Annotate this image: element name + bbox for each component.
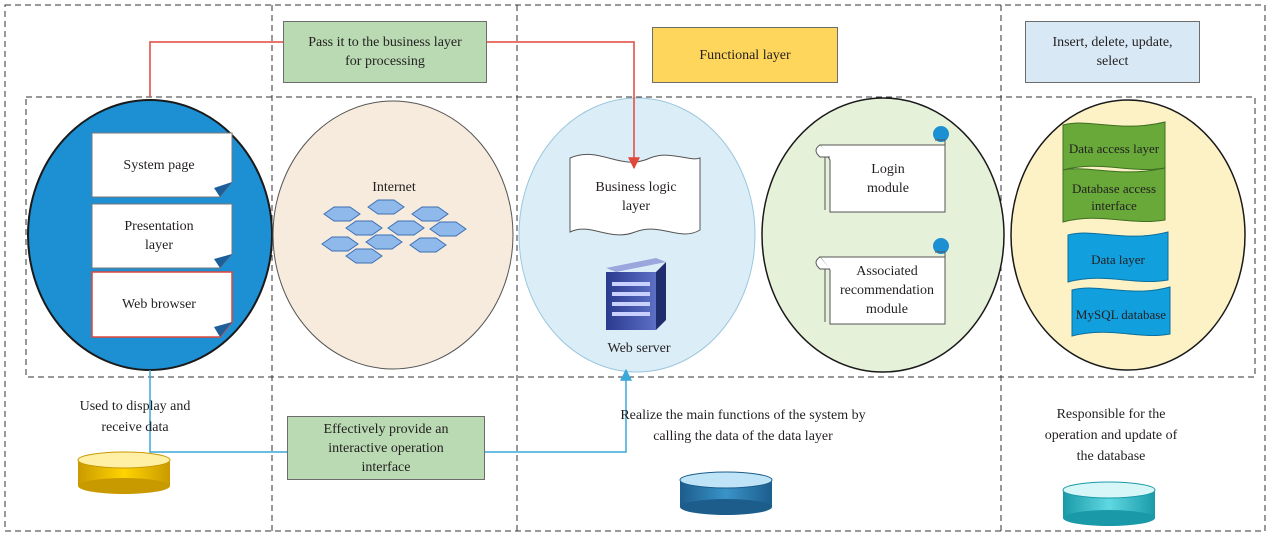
business-layer-note: Pass it to the business layer for proces… [283, 21, 487, 83]
web-server-label: Web server [607, 341, 671, 356]
inner-frame [25, 96, 1256, 378]
internet-ellipse [272, 100, 514, 370]
data-access-layer-label: Data access layer [1068, 141, 1160, 156]
login-scroll-shape [815, 126, 949, 213]
system-page-label: System page [123, 158, 195, 173]
db-access-interface-band [1062, 167, 1166, 223]
server-caption: Realize the main functions of the system… [620, 408, 866, 444]
web-browser-fold-icon [214, 322, 232, 337]
outer-frame [4, 4, 1266, 532]
database-access-interface-label: Database access interface [1071, 181, 1157, 213]
crud-note: Insert, delete, update, select [1025, 21, 1200, 83]
database-cylinder-icon [77, 451, 171, 494]
hexagon-network-icon [321, 199, 467, 264]
functional-layer-note: Functional layer [652, 27, 838, 83]
business-logic-shape [569, 153, 701, 236]
presentation-layer-label: Presentation layer [124, 219, 194, 253]
presentation-fold-icon [214, 254, 232, 268]
data-caption: Responsible for the operation and update… [1044, 407, 1178, 464]
business-logic-label: Business logic layer [595, 180, 677, 214]
data-layer-band [1067, 231, 1169, 283]
interface-note: Effectively provide an interactive opera… [287, 416, 485, 480]
recommendation-scroll-shape [815, 238, 949, 325]
web-browser-label: Web browser [122, 297, 196, 312]
database-cylinder-icon [1062, 481, 1156, 526]
recommendation-module-label: Associated recommendation module [839, 264, 935, 317]
modules-ellipse [761, 97, 1005, 373]
mysql-band [1071, 286, 1171, 337]
data-layer-label: Data layer [1091, 252, 1145, 267]
mysql-database-label: MySQL database [1075, 307, 1167, 322]
client-caption: Used to display and receive data [79, 399, 191, 435]
web-server-ellipse [518, 97, 756, 373]
system-page-fold-icon [214, 182, 232, 197]
server-rack-icon [606, 258, 666, 330]
login-module-label: Login module [867, 162, 909, 196]
internet-label: Internet [372, 180, 416, 195]
database-cylinder-icon [679, 471, 773, 515]
